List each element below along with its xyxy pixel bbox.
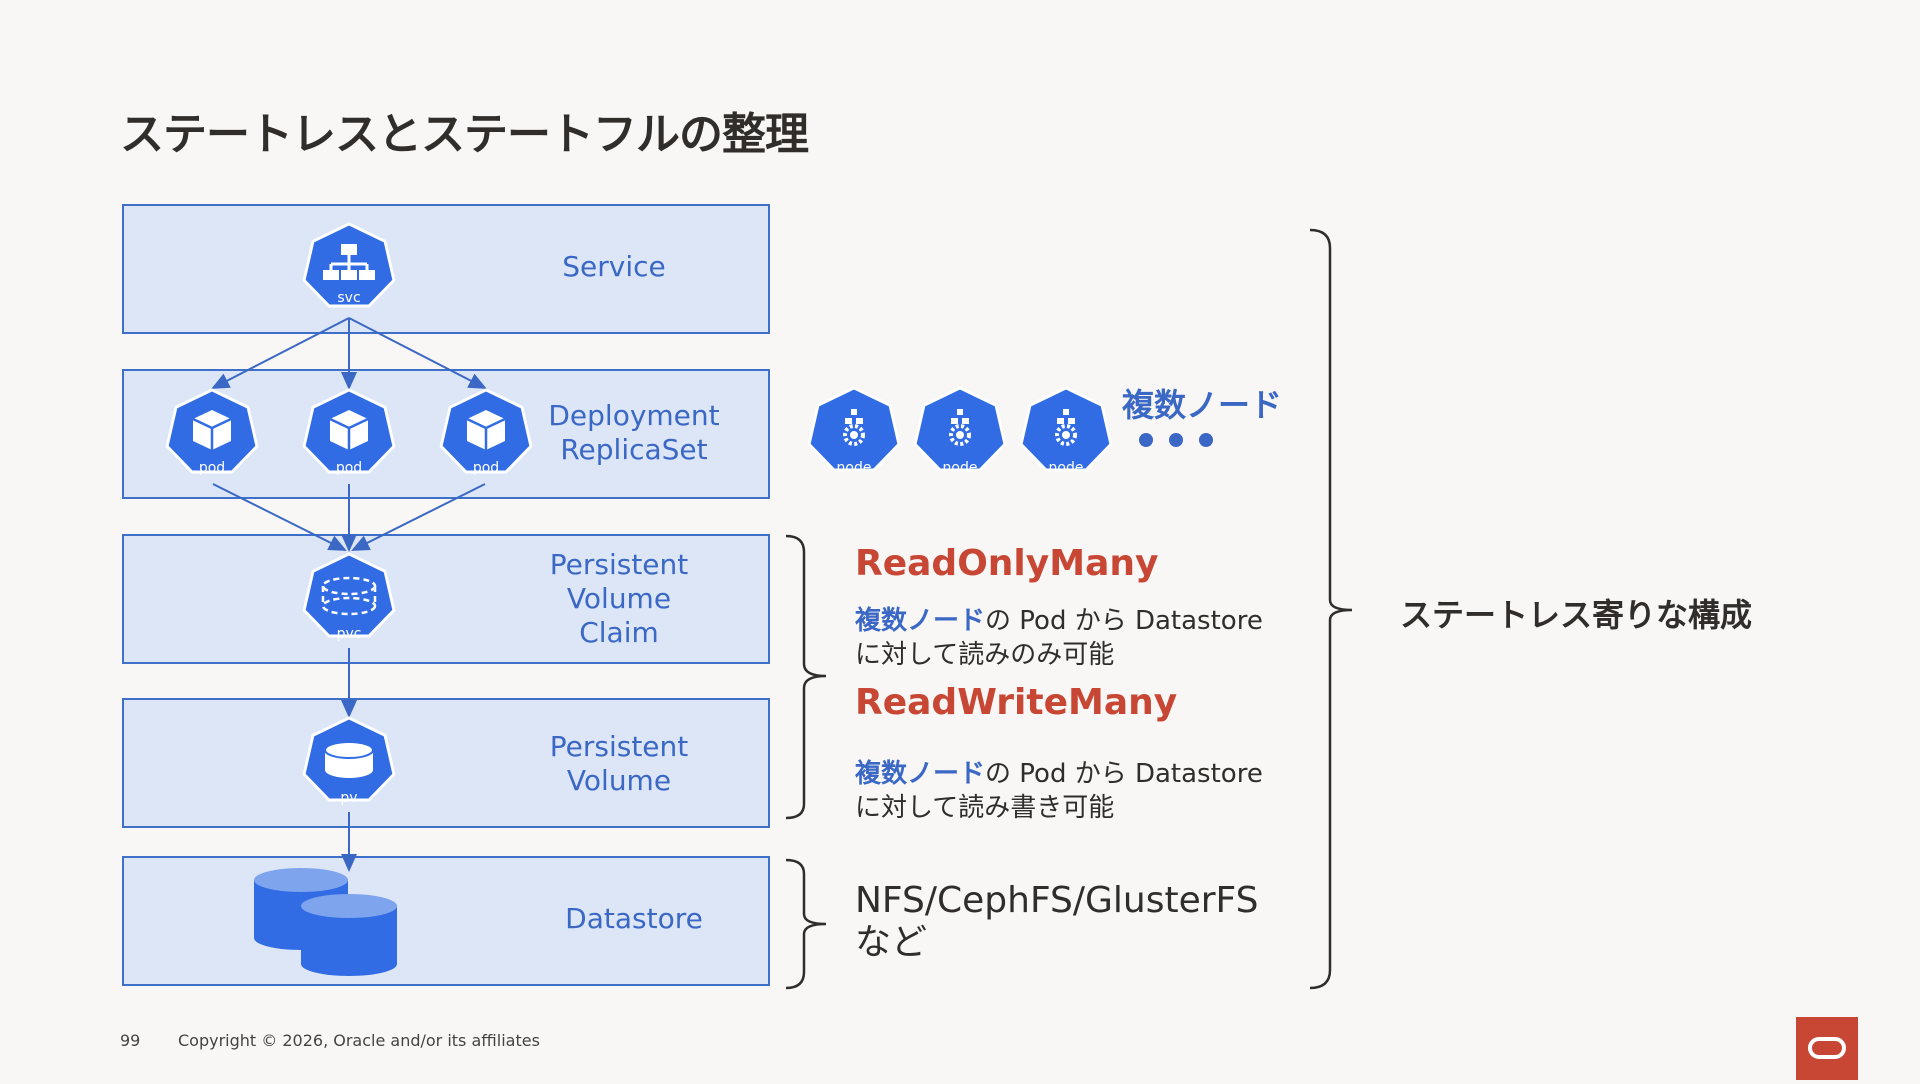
- pv-layer: Persistent Volume: [122, 698, 770, 828]
- arrow-svc-pod1: [211, 317, 350, 389]
- pod-icon: pod: [302, 388, 396, 476]
- svc-caption: svc: [337, 290, 360, 306]
- read-write-many-title: ReadWriteMany: [855, 682, 1178, 723]
- read-only-line1: 複数ノードの Pod から Datastore: [855, 604, 1263, 638]
- pvc-label: Persistent Volume Claim: [549, 548, 689, 649]
- multi-node-highlight: 複数ノード: [855, 759, 986, 789]
- arrow-svc-pod3: [348, 317, 487, 389]
- filesystem-list: NFS/CephFS/GlusterFS など: [855, 880, 1259, 963]
- pod-caption: pod: [336, 460, 362, 476]
- pod-icon: pod: [439, 388, 533, 476]
- read-write-line1: 複数ノードの Pod から Datastore: [855, 757, 1263, 791]
- multi-node-highlight: 複数ノード: [855, 606, 986, 636]
- svc-icon: svc: [302, 222, 396, 308]
- pod-icon: pod: [165, 388, 259, 476]
- read-only-line2: に対して読みのみ可能: [855, 640, 1115, 670]
- pv-icon: pv: [302, 716, 396, 806]
- service-layer: Service: [122, 204, 770, 334]
- pod-caption: pod: [473, 460, 499, 476]
- pvc-caption: pvc: [337, 626, 362, 642]
- node-icon: node: [1019, 386, 1113, 476]
- datastore-icon: [254, 868, 397, 976]
- oracle-logo: [1796, 1017, 1858, 1080]
- deployment-label: Deployment ReplicaSet: [548, 399, 720, 466]
- access-mode-bracket: [785, 534, 827, 820]
- datastore-bracket: [785, 858, 827, 990]
- node-caption: node: [837, 460, 872, 476]
- read-write-many-desc: 複数ノードの Pod から Datastore に対して読み書き可能: [855, 757, 1263, 825]
- service-label: Service: [562, 250, 666, 283]
- pvc-icon: pvc: [302, 552, 396, 642]
- pv-caption: pv: [340, 790, 357, 806]
- node-caption: node: [943, 460, 978, 476]
- copyright-text: Copyright © 2026, Oracle and/or its affi…: [178, 1031, 540, 1050]
- read-write-line1-rest: の Pod から Datastore: [985, 759, 1263, 789]
- arrow-pod3-pvc: [351, 483, 486, 551]
- overall-bracket: [1309, 228, 1353, 990]
- page-title: ステートレスとステートフルの整理: [120, 109, 809, 160]
- node-icon: node: [807, 386, 901, 476]
- read-only-line1-rest: の Pod から Datastore: [985, 606, 1263, 636]
- node-caption: node: [1049, 460, 1084, 476]
- pod-caption: pod: [199, 460, 225, 476]
- page-number: 99: [120, 1031, 141, 1050]
- oracle-logo-icon: [1808, 1037, 1846, 1059]
- connector-arrows: [211, 317, 487, 872]
- node-icon: node: [913, 386, 1007, 476]
- read-only-many-desc: 複数ノードの Pod から Datastore に対して読みのみ可能: [855, 604, 1263, 672]
- multi-node-label: 複数ノード: [1122, 386, 1283, 424]
- datastore-label: Datastore: [565, 902, 703, 935]
- read-write-line2: に対して読み書き可能: [855, 793, 1115, 823]
- pv-label: Persistent Volume: [549, 730, 689, 797]
- arrow-pod1-pvc: [212, 483, 347, 551]
- summary-label: ステートレス寄りな構成: [1400, 596, 1753, 634]
- datastore-layer: Datastore: [122, 856, 770, 986]
- read-only-many-title: ReadOnlyMany: [855, 543, 1159, 584]
- pvc-layer: Persistent Volume Claim: [122, 534, 770, 664]
- ellipsis-icon: [1139, 433, 1213, 447]
